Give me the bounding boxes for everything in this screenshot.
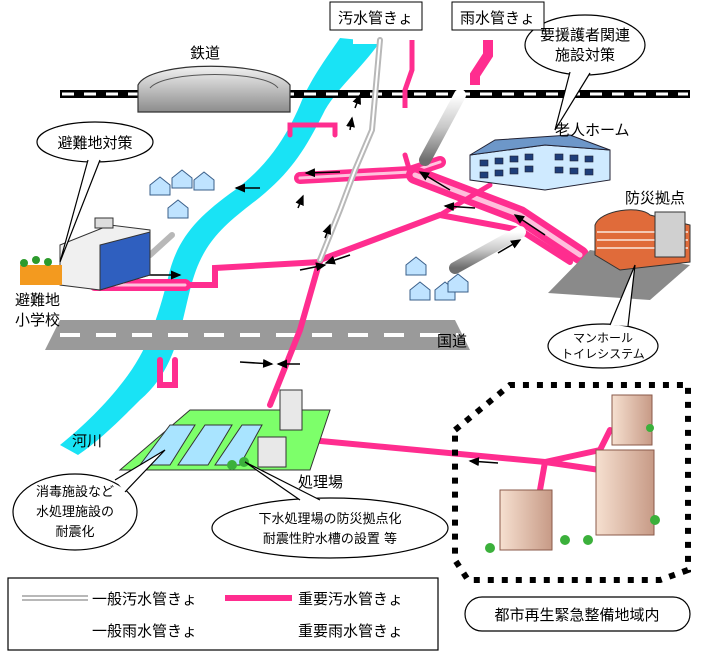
disinfection-callout-line3: 耐震化 [55, 525, 94, 540]
svg-text:一般汚水管きょ: 一般汚水管きょ [92, 590, 197, 608]
sewage-header-box [329, 1, 423, 31]
legend: 一般汚水管きょ 一般雨水管きょ 重要汚水管きょ 重要雨水管きょ [7, 577, 439, 651]
railway-tunnel [137, 65, 291, 113]
callout-shapes [12, 14, 691, 632]
important-pipe-network [89, 122, 613, 493]
school-building [20, 217, 151, 291]
legend-important-storm: 重要雨水管きょ [225, 622, 403, 640]
houses [149, 169, 469, 301]
urban-zone-label: 都市再生緊急整備地域内 [494, 606, 659, 624]
general-pipe-network [147, 37, 526, 274]
evacuation-site-line2: 小学校 [15, 311, 60, 329]
urban-zone-area [452, 382, 691, 583]
disinfection-callout-line1: 消毒施設など [36, 484, 114, 500]
disaster-base-building [548, 209, 691, 300]
plant-callout-line1: 下水処理場の防災拠点化 [258, 511, 401, 527]
legend-general-storm: 一般雨水管きょ [22, 622, 197, 640]
manhole-callout-line2: トイレシステム [561, 347, 645, 361]
storm-header-label: 雨水管きょ [460, 9, 535, 27]
evacuation-site-line1: 避難地 [15, 291, 60, 309]
svg-text:一般雨水管きょ: 一般雨水管きょ [92, 622, 197, 640]
disinfection-callout-line2: 水処理施設の [36, 504, 114, 520]
svg-text:重要汚水管きょ: 重要汚水管きょ [298, 590, 403, 608]
river-label: 河川 [72, 432, 102, 450]
legend-important-sewage: 重要汚水管きょ [225, 590, 403, 608]
elderly-callout-line2: 施設対策 [555, 46, 615, 64]
evacuation-callout-label: 避難地対策 [57, 134, 132, 152]
national-road [45, 320, 470, 350]
legend-general-sewage: 一般汚水管きょ [22, 590, 197, 608]
disaster-base-label: 防災拠点 [625, 189, 685, 207]
river [60, 38, 380, 455]
svg-text:重要雨水管きょ: 重要雨水管きょ [298, 622, 403, 640]
national-road-label: 国道 [437, 332, 467, 350]
treatment-plant-label: 処理場 [298, 473, 343, 491]
elderly-callout-line1: 要援護者関連 [540, 26, 630, 44]
manhole-callout-line1: マンホール [573, 331, 633, 345]
storm-header-box [451, 1, 545, 31]
treatment-plant [118, 389, 331, 471]
sewage-header-label: 汚水管きょ [338, 9, 413, 27]
flow-arrows [148, 93, 546, 467]
elderly-home-building [469, 134, 611, 191]
plant-callout-line2: 耐震性貯水槽の設置 等 [263, 531, 397, 547]
railway-label: 鉄道 [190, 44, 220, 62]
elderly-home-label: 老人ホーム [555, 121, 630, 139]
